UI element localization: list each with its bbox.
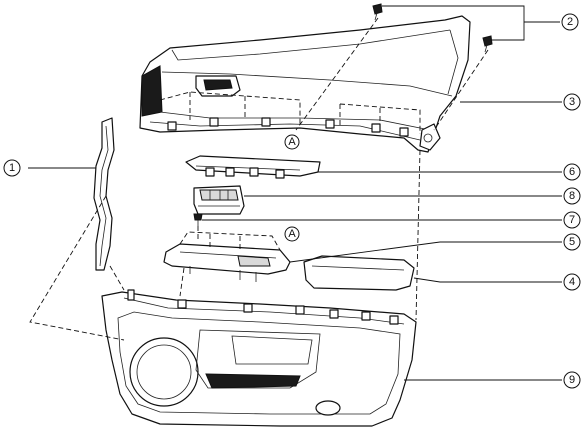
reference-a-upper-label: A: [288, 136, 296, 148]
callout-8-label: 8: [569, 190, 575, 202]
inner-handle-bezel: [163, 231, 291, 282]
callout-8: 8: [563, 187, 581, 205]
callout-3-label: 3: [569, 96, 575, 108]
reference-a-lower-label: A: [288, 228, 296, 240]
armrest-pad: [303, 255, 415, 291]
callout-5: 5: [563, 233, 581, 251]
reference-marker-a-lower: A: [284, 226, 300, 242]
callout-9: 9: [563, 371, 581, 389]
callout-7: 7: [563, 211, 581, 229]
leader-lines: [28, 5, 562, 381]
callout-1: 1: [3, 159, 21, 177]
upper-trim-panel: [139, 15, 471, 153]
handle-molding: [93, 117, 115, 271]
callout-3: 3: [563, 93, 581, 111]
reference-marker-a-upper: A: [284, 134, 300, 150]
callout-1-label: 1: [9, 162, 15, 174]
screw-upper-left: [372, 3, 383, 21]
power-window-switch: [193, 185, 245, 215]
screw-switch: [193, 213, 203, 226]
switch-panel: [185, 155, 321, 179]
callout-6: 6: [563, 163, 581, 181]
callout-5-label: 5: [569, 236, 575, 248]
assembly-lines: [29, 17, 489, 341]
lower-door-trim: [101, 289, 417, 427]
screw-upper-right: [482, 35, 493, 53]
callout-4-label: 4: [569, 276, 575, 288]
callout-7-label: 7: [569, 214, 575, 226]
callout-2-label: 2: [567, 16, 573, 28]
callout-4: 4: [563, 273, 581, 291]
callout-9-label: 9: [569, 374, 575, 386]
callout-2: 2: [561, 13, 579, 31]
callout-6-label: 6: [569, 166, 575, 178]
